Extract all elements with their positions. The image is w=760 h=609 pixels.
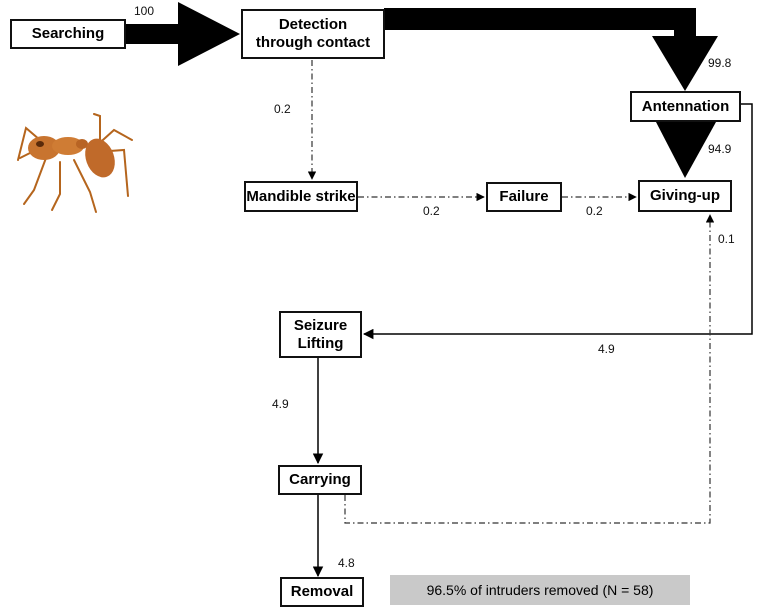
node-carrying: Carrying xyxy=(278,465,362,495)
node-lifting-label: Lifting xyxy=(297,334,344,352)
node-failure: Failure xyxy=(486,182,562,212)
arrow-antennation-givingup xyxy=(656,122,716,178)
node-searching: Searching xyxy=(10,19,126,49)
node-detection: Detection through contact xyxy=(241,9,385,59)
node-giving-up: Giving-up xyxy=(638,180,732,212)
summary-note: 96.5% of intruders removed (N = 58) xyxy=(390,575,690,605)
arrow-detection-antennation xyxy=(384,8,718,91)
arrow-antennation-seizure xyxy=(362,103,753,340)
label-failure-givingup: 0.2 xyxy=(586,204,603,218)
node-antennation: Antennation xyxy=(630,91,741,122)
label-detection-antennation: 99.8 xyxy=(708,56,732,70)
label-carrying-removal: 4.8 xyxy=(338,556,355,570)
node-seizure-label: Seizure xyxy=(293,316,348,334)
label-mandible-failure: 0.2 xyxy=(423,204,440,218)
label-seizure-carrying: 4.9 xyxy=(272,397,289,411)
arrow-carrying-givingup xyxy=(344,214,715,524)
node-seizure-lifting: Seizure Lifting xyxy=(279,311,362,358)
arrow-searching-detection xyxy=(126,2,240,66)
label-detection-mandible: 0.2 xyxy=(274,102,291,116)
node-mandible-strike: Mandible strike xyxy=(244,181,358,212)
label-searching-detection: 100 xyxy=(134,4,155,18)
label-carrying-givingup: 0.1 xyxy=(718,232,735,246)
ant-photo xyxy=(17,113,133,213)
label-antennation-seizure: 4.9 xyxy=(598,342,615,356)
label-antennation-givingup: 94.9 xyxy=(708,142,732,156)
node-removal: Removal xyxy=(280,577,364,607)
